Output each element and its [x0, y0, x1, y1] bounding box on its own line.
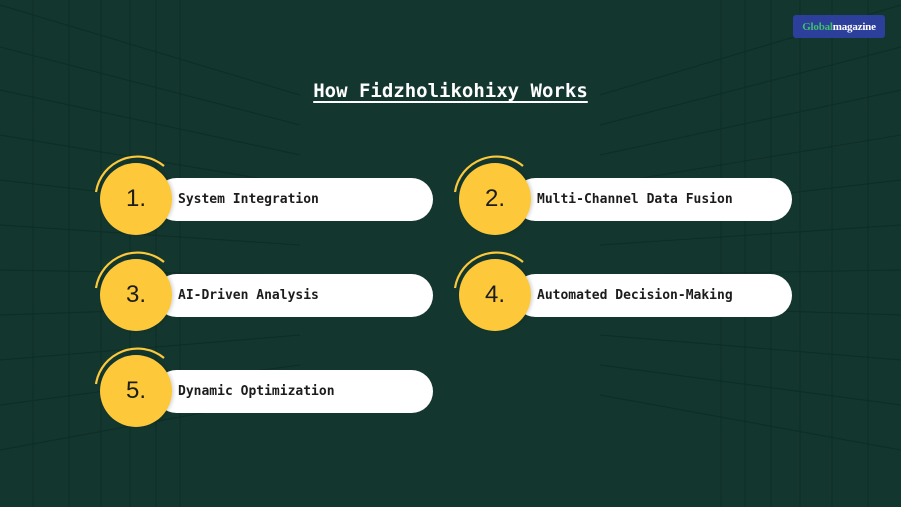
- step-label: Dynamic Optimization: [178, 384, 335, 399]
- step-1: System Integration 1.: [94, 154, 440, 235]
- step-5: Dynamic Optimization 5.: [94, 346, 440, 427]
- step-label: AI-Driven Analysis: [178, 288, 319, 303]
- step-number-badge: 5.: [100, 355, 172, 427]
- step-label: Automated Decision-Making: [537, 288, 733, 303]
- arc-decoration-icon: [94, 251, 165, 289]
- page-title: How Fidzholikohixy Works: [313, 80, 588, 102]
- step-2: Multi-Channel Data Fusion 2.: [453, 154, 799, 235]
- arc-decoration-icon: [453, 155, 524, 193]
- step-pill: AI-Driven Analysis: [155, 274, 433, 317]
- step-pill: Multi-Channel Data Fusion: [514, 178, 792, 221]
- logo-prefix: G: [802, 20, 811, 33]
- step-pill: Dynamic Optimization: [155, 370, 433, 413]
- arc-decoration-icon: [453, 251, 524, 289]
- logo-text-global: lobal: [810, 20, 833, 33]
- step-3: AI-Driven Analysis 3.: [94, 250, 440, 331]
- step-number-badge: 3.: [100, 259, 172, 331]
- step-label: System Integration: [178, 192, 319, 207]
- logo-text-magazine: magazine: [832, 20, 876, 33]
- step-4: Automated Decision-Making 4.: [453, 250, 799, 331]
- step-pill: Automated Decision-Making: [514, 274, 792, 317]
- step-number-badge: 2.: [459, 163, 531, 235]
- step-label: Multi-Channel Data Fusion: [537, 192, 733, 207]
- step-number-badge: 1.: [100, 163, 172, 235]
- step-pill: System Integration: [155, 178, 433, 221]
- step-number-badge: 4.: [459, 259, 531, 331]
